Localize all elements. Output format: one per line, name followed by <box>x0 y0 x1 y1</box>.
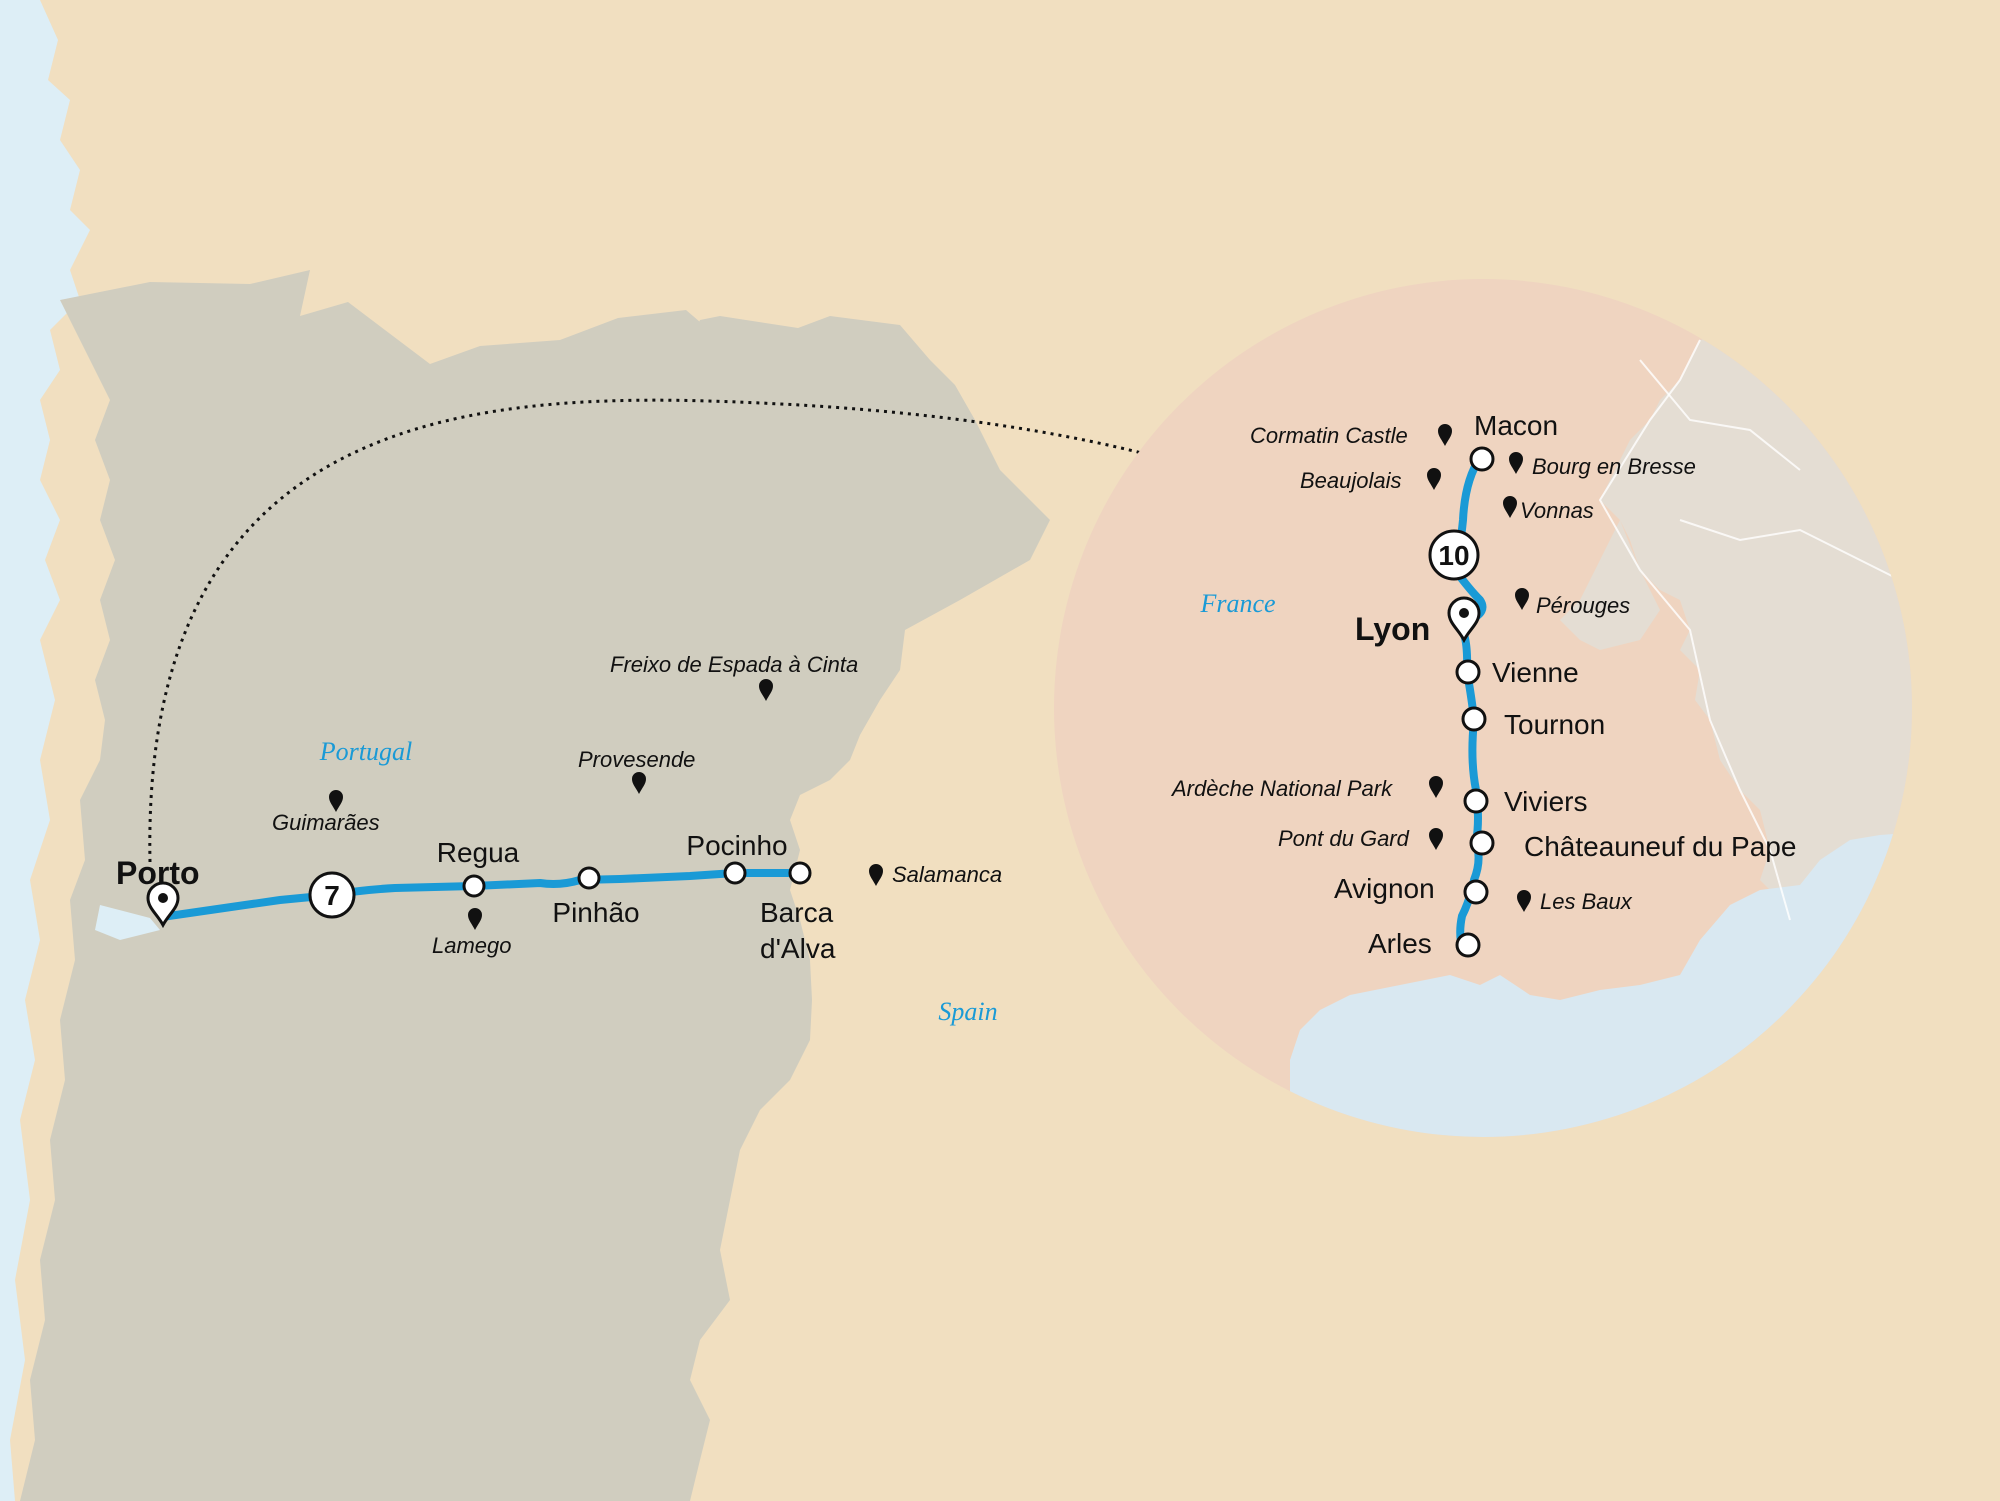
excursion-label-beaujolais: Beaujolais <box>1300 468 1402 493</box>
stop-label-chateauneuf: Châteauneuf du Pape <box>1524 831 1796 862</box>
lyon-start-marker[interactable] <box>1447 596 1481 644</box>
stop-label-avignon: Avignon <box>1334 873 1435 904</box>
stop-label-pocinho: Pocinho <box>686 830 787 861</box>
svg-text:10: 10 <box>1438 540 1469 571</box>
stop-marker-barca-dalva[interactable] <box>788 861 812 885</box>
stop-label-vienne: Vienne <box>1492 657 1579 688</box>
stop-label-barca-line1: Barca <box>760 897 834 928</box>
excursion-label-salamanca: Salamanca <box>892 862 1002 887</box>
svg-text:7: 7 <box>324 880 340 911</box>
stop-marker-viviers[interactable] <box>1463 788 1489 814</box>
excursion-label-bourg-en-bresse: Bourg en Bresse <box>1532 454 1696 479</box>
douro-estuary <box>95 905 160 940</box>
stop-label-regua: Regua <box>437 837 520 868</box>
stop-marker-chateauneuf[interactable] <box>1469 830 1495 856</box>
city-label-lyon: Lyon <box>1355 611 1430 647</box>
excursion-label-provesende: Provesende <box>578 747 695 772</box>
country-label-portugal: Portugal <box>319 737 412 766</box>
connection-arc <box>148 398 1464 863</box>
stop-marker-pinhao[interactable] <box>577 866 601 890</box>
stop-marker-regua[interactable] <box>462 874 486 898</box>
stop-label-macon: Macon <box>1474 410 1558 441</box>
stop-marker-vienne[interactable] <box>1455 659 1481 685</box>
excursion-label-freixo: Freixo de Espada à Cinta <box>610 652 858 677</box>
excursion-label-guimaraes: Guimarães <box>272 810 380 835</box>
atlantic-ocean <box>0 0 90 1501</box>
stop-label-barca-line2: d'Alva <box>760 933 836 964</box>
excursion-label-lamego: Lamego <box>432 933 512 958</box>
stop-marker-tournon[interactable] <box>1461 706 1487 732</box>
stop-label-arles: Arles <box>1368 928 1432 959</box>
stop-label-pinhao: Pinhão <box>552 897 639 928</box>
country-label-france: France <box>1199 589 1275 618</box>
stop-marker-avignon[interactable] <box>1463 879 1489 905</box>
excursion-label-les-baux: Les Baux <box>1540 889 1633 914</box>
stop-label-tournon: Tournon <box>1504 709 1605 740</box>
excursion-label-cormatin: Cormatin Castle <box>1250 423 1408 448</box>
stop-marker-arles[interactable] <box>1455 932 1481 958</box>
nights-badge-france: 10 <box>1428 529 1480 581</box>
nights-badge-portugal: 7 <box>308 871 356 919</box>
excursion-label-vonnas: Vonnas <box>1520 498 1594 523</box>
excursion-label-ardeche: Ardèche National Park <box>1170 776 1393 801</box>
country-label-spain: Spain <box>938 997 997 1026</box>
excursion-label-pont-du-gard: Pont du Gard <box>1278 826 1410 851</box>
city-label-porto: Porto <box>116 855 200 891</box>
porto-start-marker[interactable] <box>146 881 180 929</box>
stop-marker-pocinho[interactable] <box>723 861 747 885</box>
stop-marker-macon[interactable] <box>1469 446 1495 472</box>
excursion-label-perouges: Pérouges <box>1536 593 1630 618</box>
stop-label-viviers: Viviers <box>1504 786 1588 817</box>
